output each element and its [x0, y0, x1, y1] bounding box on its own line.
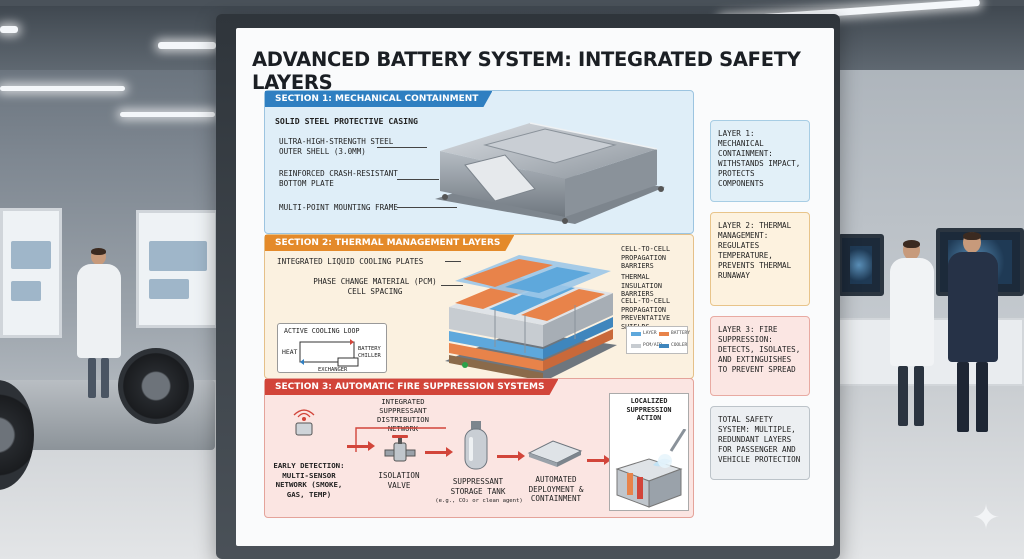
cooling-plates-label: INTEGRATED LIQUID COOLING PLATES	[277, 257, 424, 266]
nozzle-icon	[615, 429, 687, 508]
side-note-text: LAYER 2: THERMAL MANAGEMENT: REGULATES T…	[718, 221, 792, 280]
storage-tank-sub: (e.g., CO₂ or clean agent)	[435, 498, 523, 504]
storage-tank-label: SUPPRESSANT STORAGE TANK	[450, 477, 506, 496]
ceiling-light	[158, 42, 216, 49]
cooling-loop-title: ACTIVE COOLING LOOP	[284, 327, 360, 335]
section-2-tag: SECTION 2: THERMAL MANAGEMENT LAYERS	[265, 235, 514, 251]
exchanger-label: EXCHANGER	[318, 367, 348, 373]
person-lab-coat-right	[886, 240, 938, 428]
isolation-valve-label: ISOLATION VALVE	[378, 471, 420, 490]
legend-cooler: COOLER	[671, 343, 688, 348]
localized-suppression-label: LOCALIZED SUPPRESSION ACTION	[626, 397, 672, 422]
casing-heading: SOLID STEEL PROTECTIVE CASING	[275, 116, 418, 126]
leader-line	[441, 285, 463, 286]
flow-arrow	[425, 447, 453, 457]
background-display-screen	[838, 234, 884, 296]
background-poster	[136, 210, 218, 328]
section-1-tag: SECTION 1: MECHANICAL CONTAINMENT	[265, 91, 492, 107]
leader-line	[397, 179, 439, 180]
sparkle-icon: ✦	[971, 499, 1001, 537]
board-title: ADVANCED BATTERY SYSTEM: INTEGRATED SAFE…	[252, 48, 801, 94]
section-thermal-management: SECTION 2: THERMAL MANAGEMENT LAYERS INT…	[264, 234, 694, 381]
section-fire-suppression: SECTION 3: AUTOMATIC FIRE SUPPRESSION SY…	[264, 378, 694, 518]
valve-icon	[384, 435, 416, 462]
legend-layer: LAYER	[643, 331, 657, 336]
thermal-layers-illustration	[445, 255, 617, 381]
background-poster	[0, 208, 62, 338]
propagation-barriers-label: CELL-TO-CELL PROPAGATION BARRIERS	[621, 245, 671, 270]
legend-battery: BATTERY	[671, 331, 690, 336]
vehicle-wheel	[118, 348, 194, 424]
chiller-label: BATTERY CHILLER	[358, 346, 381, 359]
legend-pcm: PCM/AIR	[643, 343, 662, 348]
person-business-suit	[944, 232, 1002, 436]
flow-arrow	[587, 455, 611, 465]
active-cooling-loop-diagram: ACTIVE COOLING LOOP HEAT BATTERY CHILLER…	[277, 323, 387, 373]
thermal-legend: LAYER BATTERY PCM/AIR COOLER	[626, 326, 690, 354]
heat-label: HEAT	[282, 348, 298, 356]
side-note-text: LAYER 1: MECHANICAL CONTAINMENT: WITHSTA…	[718, 129, 801, 188]
mounting-frame-label: MULTI-POINT MOUNTING FRAME	[279, 203, 398, 212]
side-note-layer-2: LAYER 2: THERMAL MANAGEMENT: REGULATES T…	[710, 212, 810, 306]
person-lab-coat-left	[74, 248, 124, 398]
ceiling-beam	[0, 0, 1024, 6]
section-3-tag: SECTION 3: AUTOMATIC FIRE SUPPRESSION SY…	[265, 379, 558, 395]
flow-arrow	[347, 441, 375, 451]
steel-casing-illustration	[435, 122, 665, 224]
side-note-layer-3: LAYER 3: FIRE SUPPRESSION: DETECTS, ISOL…	[710, 316, 810, 396]
early-detection-label: EARLY DETECTION: MULTI-SENSOR NETWORK (S…	[273, 461, 345, 499]
side-note-layer-1: LAYER 1: MECHANICAL CONTAINMENT: WITHSTA…	[710, 120, 810, 202]
side-note-text: LAYER 3: FIRE SUPPRESSION: DETECTS, ISOL…	[718, 325, 801, 374]
network-icon	[355, 427, 446, 452]
leader-line	[377, 147, 427, 148]
side-note-text: TOTAL SAFETY SYSTEM: MULTIPLE, REDUNDANT…	[718, 415, 801, 464]
cooling-loop-icon	[299, 339, 359, 367]
leader-line	[445, 261, 461, 262]
section-mechanical-containment: SECTION 1: MECHANICAL CONTAINMENT SOLID …	[264, 90, 694, 234]
infographic-board: ADVANCED BATTERY SYSTEM: INTEGRATED SAFE…	[236, 28, 834, 546]
container-icon	[527, 440, 583, 467]
pcm-spacing-label: PHASE CHANGE MATERIAL (PCM) CELL SPACING	[313, 277, 437, 296]
bottom-plate-label: REINFORCED CRASH-RESISTANT BOTTOM PLATE	[279, 169, 398, 188]
ceiling-light	[0, 86, 125, 91]
ceiling-light	[0, 26, 18, 33]
tank-icon	[464, 421, 488, 470]
flow-arrow	[497, 451, 525, 461]
thermal-insulation-label: THERMAL INSULATION BARRIERS	[621, 273, 662, 298]
leader-line	[397, 207, 457, 208]
ceiling-light	[120, 112, 215, 117]
automated-deployment-label: AUTOMATED DEPLOYMENT & CONTAINMENT	[528, 475, 584, 503]
side-note-total: TOTAL SAFETY SYSTEM: MULTIPLE, REDUNDANT…	[710, 406, 810, 480]
outer-shell-label: ULTRA-HIGH-STRENGTH STEEL OUTER SHELL (3…	[279, 137, 394, 156]
sensor-icon	[293, 409, 315, 436]
